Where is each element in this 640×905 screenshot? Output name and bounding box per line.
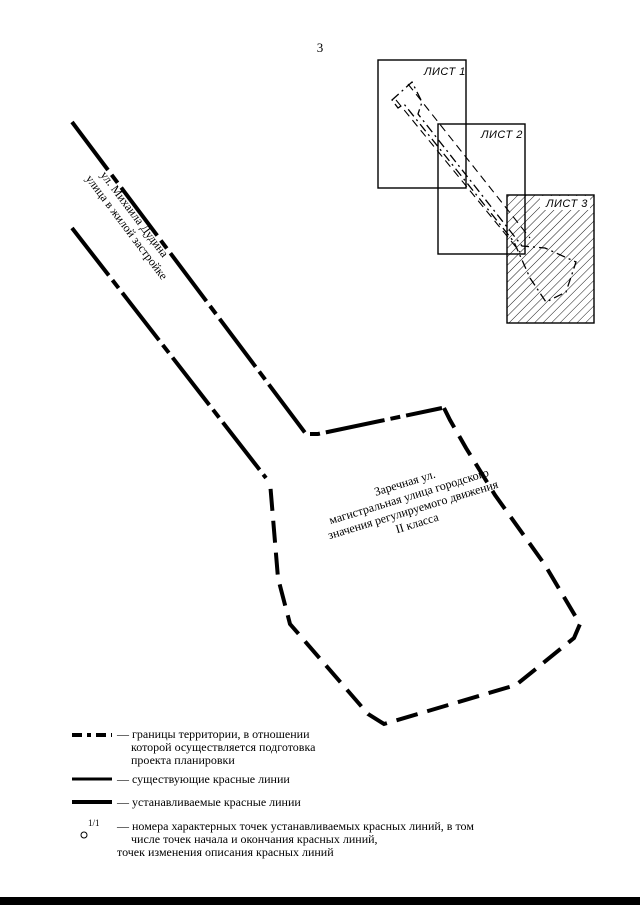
legend-boundary-text: — границы территории, в отношении которо… <box>117 728 315 767</box>
dudina-upper-line <box>70 120 443 436</box>
legend-boundary-line2: которой осуществляется подготовка <box>131 740 316 754</box>
legend-point-label: 1/1 <box>88 818 100 828</box>
legend-points-text: — номера характерных точек устанавливаем… <box>117 820 474 859</box>
dudina-street <box>70 120 443 480</box>
sheet-3-frame <box>506 194 595 324</box>
dudina-label-line2: улица в жилой застройке <box>83 172 171 282</box>
legend-boundary-line1: — границы территории, в отношении <box>117 727 310 741</box>
sheet-1-label: ЛИСТ 1 <box>423 66 466 78</box>
territory-boundary <box>268 407 583 727</box>
key-map: ЛИСТ 1 ЛИСТ 2 ЛИСТ 3 <box>377 59 595 324</box>
key-map-road <box>395 83 531 253</box>
legend-point-symbol <box>80 831 88 839</box>
sheet-3-label-bg <box>540 196 590 210</box>
legend-points-line3: точек изменения описания красных линий <box>117 845 334 859</box>
legend-boundary-line3: проекта планировки <box>131 753 235 767</box>
sheet-2-frame <box>437 123 526 255</box>
sheet-3-label: ЛИСТ 3 <box>545 198 588 210</box>
page-number: 3 <box>316 40 324 55</box>
legend-planned-text: — устанавливаемые красные линии <box>117 795 301 809</box>
legend-symbols <box>72 733 112 839</box>
key-map-outline <box>391 80 577 303</box>
legend-existing-text: — существующие красные линии <box>117 772 290 786</box>
legend-points-line2: числе точек начала и окончания красных л… <box>131 832 378 846</box>
dudina-label: ул. Михаила Дудина улица в жилой застрой… <box>83 168 172 282</box>
legend-points-line1: — номера характерных точек устанавливаем… <box>117 819 474 833</box>
bottom-border <box>0 897 640 905</box>
sheet-2-label: ЛИСТ 2 <box>480 129 523 141</box>
dudina-lower-line <box>70 226 268 480</box>
